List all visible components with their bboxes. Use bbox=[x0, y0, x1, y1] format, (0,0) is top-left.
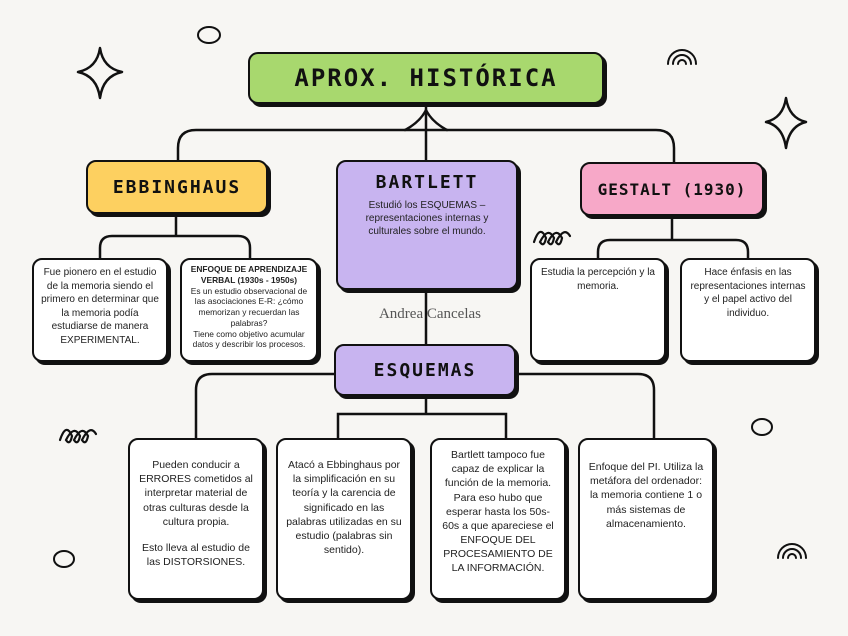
esquemas-title: ESQUEMAS bbox=[373, 359, 477, 381]
star-icon bbox=[764, 96, 808, 150]
esquemas-box: ESQUEMAS bbox=[334, 344, 516, 396]
star-icon bbox=[76, 46, 124, 100]
squiggle-icon bbox=[532, 230, 572, 246]
connector-gestalt bbox=[596, 214, 750, 260]
ebbinghaus-note-1: Fue pionero en el estudio de la memoria … bbox=[32, 258, 168, 362]
main-title-box: APROX. HISTÓRICA bbox=[248, 52, 604, 104]
ebbinghaus-box: EBBINGHAUS bbox=[86, 160, 268, 214]
esquemas-note-1: Pueden conducir a ERRORES cometidos al i… bbox=[128, 438, 264, 600]
bartlett-title: BARTLETT bbox=[375, 172, 479, 193]
rainbow-icon bbox=[667, 49, 697, 65]
circle-icon bbox=[53, 550, 75, 568]
bartlett-box: BARTLETT Estudió los ESQUEMAS – represen… bbox=[336, 160, 518, 290]
connector-main-branch bbox=[176, 102, 676, 164]
ebbinghaus-note-2-body1: Es un estudio observacional de las asoci… bbox=[190, 285, 308, 328]
connector-ebbinghaus bbox=[98, 212, 252, 260]
gestalt-title: GESTALT (1930) bbox=[597, 179, 747, 199]
esquemas-note-2: Atacó a Ebbinghaus por la simplificación… bbox=[276, 438, 412, 600]
ebbinghaus-note-1-text: Fue pionero en el estudio de la memoria … bbox=[41, 267, 159, 346]
circle-icon bbox=[197, 26, 221, 44]
squiggle-icon bbox=[58, 428, 98, 444]
gestalt-note-2: Hace énfasis en las representaciones int… bbox=[680, 258, 816, 362]
gestalt-note-1-text: Estudia la percepción y la memoria. bbox=[541, 267, 655, 292]
gestalt-box: GESTALT (1930) bbox=[580, 162, 764, 216]
ebbinghaus-note-2-body2: Tiene como objetivo acumular datos y des… bbox=[192, 328, 306, 350]
esquemas-note-3-text: Bartlett tampoco fue capaz de explicar l… bbox=[442, 449, 554, 575]
ebbinghaus-title: EBBINGHAUS bbox=[112, 176, 242, 198]
gestalt-note-2-text: Hace énfasis en las representaciones int… bbox=[690, 267, 806, 319]
connector-main-curls bbox=[403, 107, 449, 132]
connector-esquemas bbox=[194, 372, 656, 440]
author-signature: Andrea Cancelas bbox=[378, 306, 482, 322]
gestalt-note-1: Estudia la percepción y la memoria. bbox=[530, 258, 666, 362]
ebbinghaus-note-2-title: ENFOQUE DE APRENDIZAJE VERBAL (1930s - 1… bbox=[190, 264, 308, 285]
rainbow-icon bbox=[777, 543, 807, 559]
bartlett-body: Estudió los ESQUEMAS – representaciones … bbox=[365, 200, 489, 237]
esquemas-note-1-p1: Pueden conducir a ERRORES cometidos al i… bbox=[139, 459, 253, 528]
circle-icon bbox=[751, 418, 773, 436]
esquemas-note-4: Enfoque del PI. Utiliza la metáfora del … bbox=[578, 438, 714, 600]
ebbinghaus-note-2: ENFOQUE DE APRENDIZAJE VERBAL (1930s - 1… bbox=[180, 258, 318, 362]
esquemas-note-2-text: Atacó a Ebbinghaus por la simplificación… bbox=[286, 459, 402, 557]
main-title: APROX. HISTÓRICA bbox=[294, 64, 558, 92]
esquemas-note-1-p2: Esto lleva al estudio de las DISTORSIONE… bbox=[142, 541, 250, 569]
esquemas-note-3: Bartlett tampoco fue capaz de explicar l… bbox=[430, 438, 566, 600]
esquemas-note-4-text: Enfoque del PI. Utiliza la metáfora del … bbox=[588, 461, 704, 530]
